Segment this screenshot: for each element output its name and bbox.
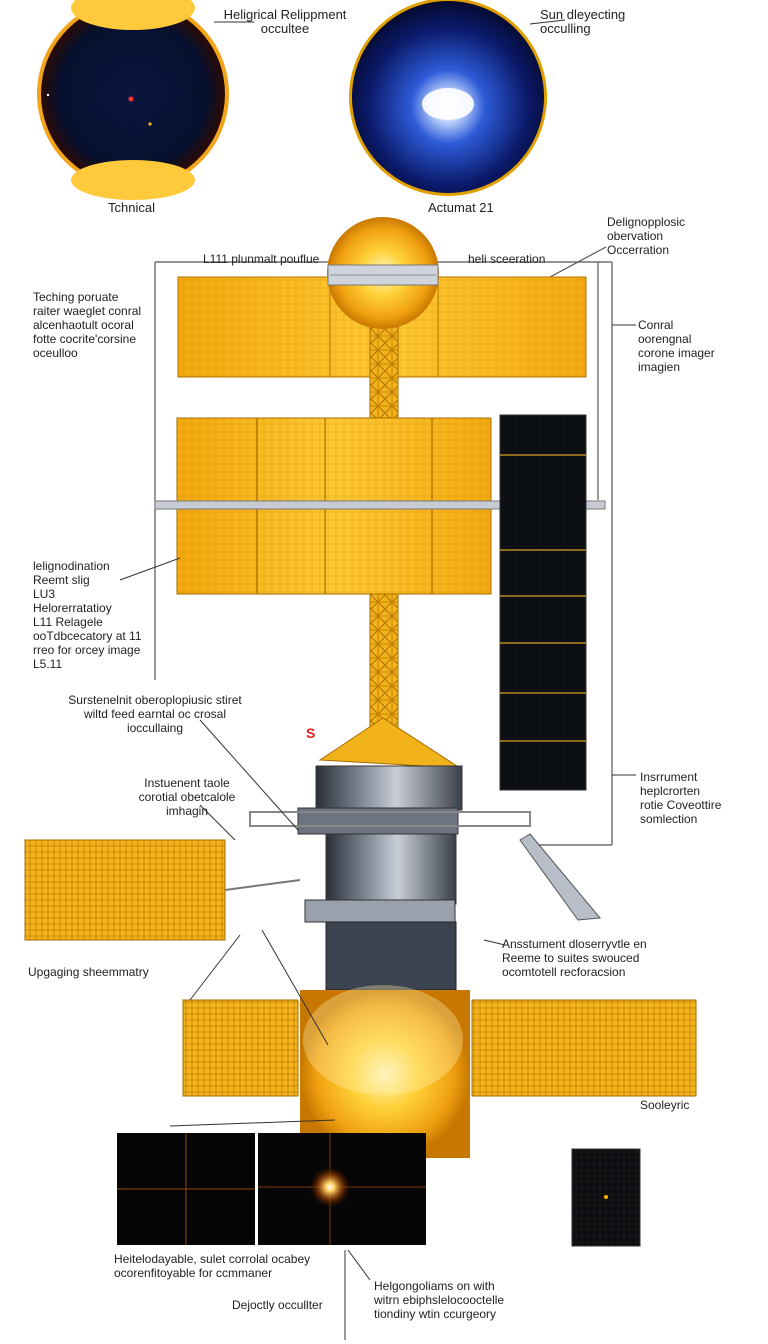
caption-right-disk: Actumat 21 <box>428 200 494 215</box>
label-left-upper: Teching poruate raiter waeglet conral al… <box>33 290 142 360</box>
right-blue-sun-image <box>349 0 547 196</box>
middle-solar-panel <box>154 417 606 595</box>
label-top-right: Sun dleyecting occulling <box>540 7 626 36</box>
top-leader-lines <box>214 19 566 25</box>
label-solar-right: Sooleyric <box>640 1098 690 1112</box>
label-bottom-right-note: Helgongoliams on with witrn ebiphsleloco… <box>374 1279 505 1321</box>
lower-sun-cylinder <box>300 985 470 1158</box>
caption-left-disk: Tchnical <box>108 200 155 215</box>
bottom-left-dark-image <box>117 1133 255 1245</box>
red-marker: S <box>306 725 316 741</box>
label-lower-right-note: Ansstument dloserryvtle en Reeme to suit… <box>502 937 647 979</box>
leader-lines <box>119 324 636 1340</box>
label-right-coronal: Conral oorengnal corone imager imagien <box>638 318 715 374</box>
label-right-instrument: Insrrument heplcrorten rotie Coveottire … <box>640 770 722 826</box>
left-occulted-disk-image <box>37 0 229 200</box>
left-side-solar-panel <box>24 839 301 941</box>
spacecraft-body <box>249 717 601 991</box>
label-boom-left: L111 plunmalt pouflue <box>203 252 320 266</box>
label-bottom-center: Dejoctly occullter <box>232 1298 323 1312</box>
label-left-bottom: Upgaging sheemmatry <box>28 965 149 979</box>
top-sun-sphere <box>327 217 439 329</box>
bottom-center-star-image <box>258 1133 426 1245</box>
label-instrument-table: Instuenent taole corotial obetcalole imh… <box>138 776 236 818</box>
bottom-right-thumbnail-image <box>571 1148 641 1247</box>
label-mid-left: Surstenelnit oberoplopiusic stiret wiltd… <box>68 693 242 735</box>
label-right-top: Delignopplosic obervation Occerration <box>607 215 686 257</box>
label-left-mid: lelignodination Reemt slig LU3 Helorerra… <box>33 559 142 671</box>
lower-right-solar-panel <box>471 999 697 1097</box>
label-bottom-left-note: Heitelodayable, sulet corrolal ocabey oc… <box>114 1252 311 1280</box>
label-boom-right: heli sceeration <box>468 252 546 266</box>
right-dark-solar-panel <box>499 414 587 791</box>
lower-left-solar-panel <box>182 999 299 1097</box>
label-top-center: Heligrical Relippment occultee <box>223 7 347 36</box>
